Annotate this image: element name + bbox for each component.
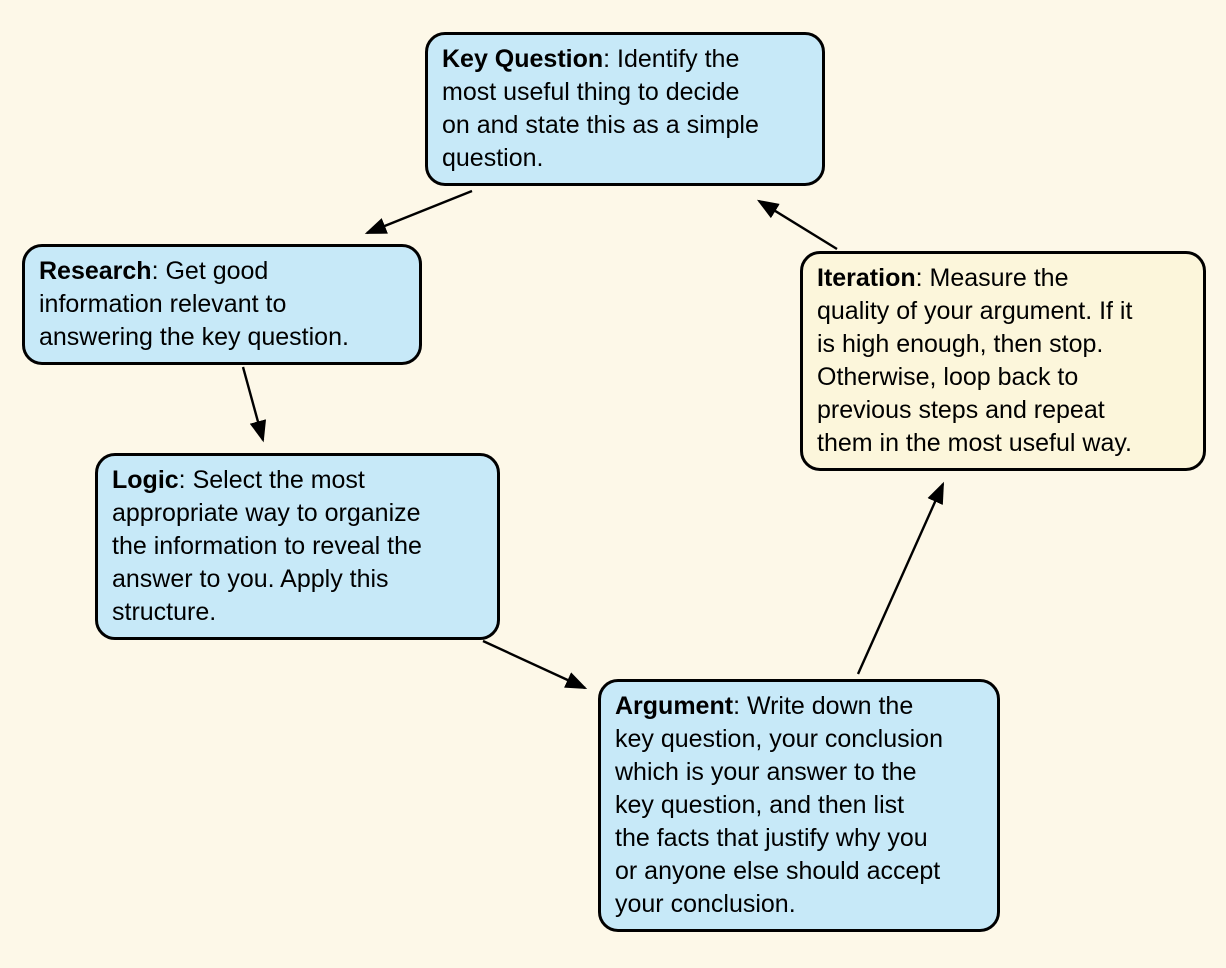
- node-research-term: Research: [39, 257, 152, 285]
- node-research: Research: Get good information relevant …: [22, 244, 422, 365]
- node-logic: Logic: Select the most appropriate way t…: [95, 453, 500, 640]
- arrow-argument-to-iteration: [856, 481, 945, 675]
- node-logic-term: Logic: [112, 466, 179, 494]
- node-key-question-term: Key Question: [442, 45, 604, 73]
- arrow-research-to-logic: [241, 366, 267, 443]
- arrow-key-question-to-research: [364, 189, 473, 235]
- node-key-question: Key Question: Identify the most useful t…: [425, 32, 825, 186]
- arrow-iteration-to-key-question: [756, 199, 838, 251]
- node-research-body: : Get good information relevant to answe…: [39, 257, 349, 351]
- node-iteration: Iteration: Measure the quality of your a…: [800, 251, 1206, 471]
- node-iteration-term: Iteration: [817, 264, 916, 292]
- node-argument-body: : Write down the key question, your conc…: [615, 692, 943, 918]
- node-argument-term: Argument: [615, 692, 734, 720]
- arrow-logic-to-argument: [482, 639, 588, 690]
- node-iteration-body: : Measure the quality of your argument. …: [817, 264, 1133, 457]
- node-argument: Argument: Write down the key question, y…: [598, 679, 1000, 932]
- node-key-question-body: : Identify the most useful thing to deci…: [442, 45, 759, 172]
- node-logic-body: : Select the most appropriate way to org…: [112, 466, 422, 626]
